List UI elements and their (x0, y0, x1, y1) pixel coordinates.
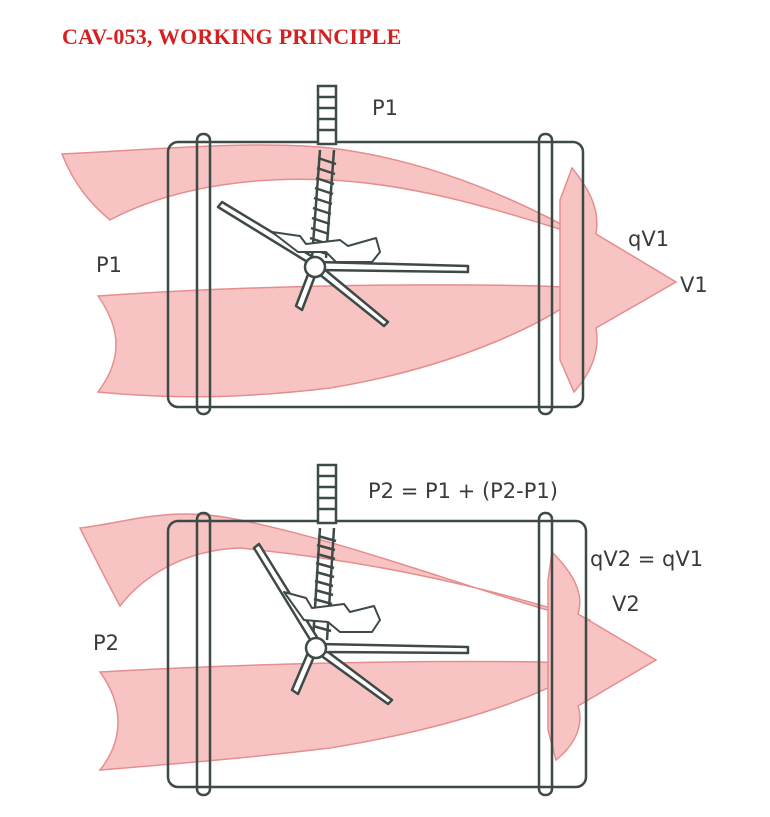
top-arrow-head (559, 166, 678, 394)
bottom-inlet-pressure-label: P2 (93, 631, 119, 655)
top-panel: P1 P1 qV1 V1 (60, 84, 708, 416)
bottom-pivot (304, 636, 328, 660)
bottom-lower-flow (98, 660, 593, 771)
top-velocity-label: V1 (680, 273, 708, 297)
bottom-pressure-label: P2 = P1 + (P2-P1) (368, 479, 558, 503)
diagram-title: CAV-053, WORKING PRINCIPLE (62, 24, 402, 49)
top-upper-flow (60, 144, 591, 242)
bottom-flange-right (537, 511, 554, 797)
bottom-velocity-label: V2 (612, 592, 640, 616)
top-pivot (303, 255, 327, 279)
bottom-casing (166, 519, 588, 789)
top-casing (166, 140, 585, 409)
top-bellows (271, 231, 381, 263)
bottom-panel: P2 = P1 + (P2-P1) P2 qV2 = qV1 V2 (78, 463, 703, 797)
top-flange-left (195, 132, 212, 416)
top-pressure-stem (316, 84, 338, 146)
bottom-pressure-stem (316, 463, 338, 525)
bottom-flange-left (195, 511, 212, 797)
top-flange-right (537, 132, 554, 416)
top-inlet-pressure-label: P1 (96, 253, 122, 277)
bottom-bellows (283, 591, 381, 633)
top-pressure-label: P1 (372, 96, 398, 120)
top-flow-rate-label: qV1 (628, 227, 669, 251)
top-spring (308, 149, 337, 259)
bottom-arrow-head (547, 550, 658, 762)
bottom-flow-rate-label: qV2 = qV1 (590, 547, 703, 571)
top-lower-flow (96, 284, 592, 398)
